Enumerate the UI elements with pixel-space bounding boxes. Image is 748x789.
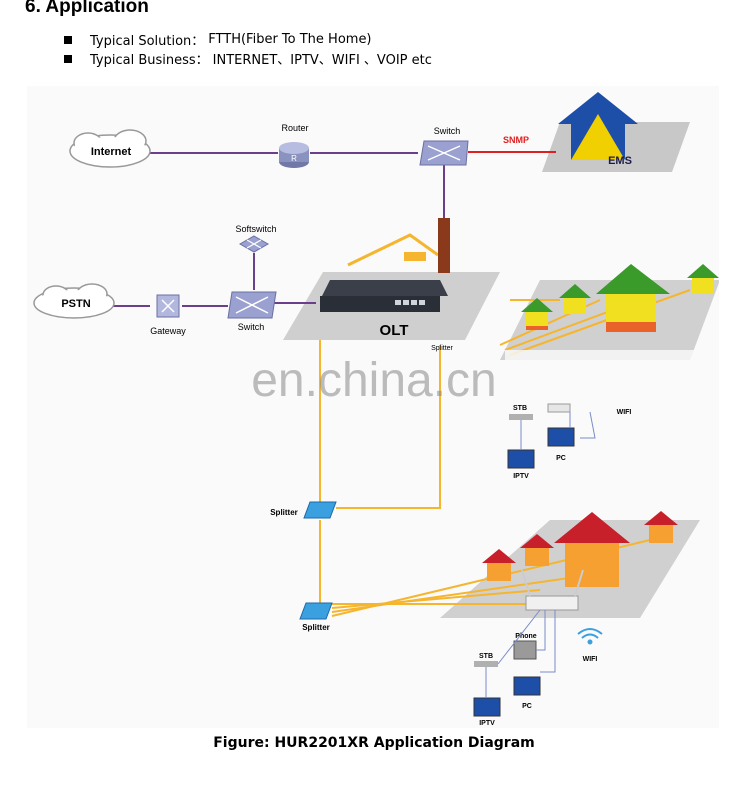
figure-caption: Figure: HUR2201XR Application Diagram bbox=[213, 735, 535, 751]
iptv-1-label: IPTV bbox=[513, 473, 529, 480]
house-icon bbox=[482, 549, 516, 581]
tv-icon bbox=[473, 697, 501, 717]
ems-label: EMS bbox=[608, 155, 632, 167]
splitter-mid-label: Splitter bbox=[270, 508, 298, 517]
pc-icon bbox=[513, 676, 541, 696]
switch-mid-label: Switch bbox=[238, 322, 265, 332]
houses-top bbox=[505, 264, 719, 413]
pstn-label: PSTN bbox=[61, 298, 90, 310]
house-icon bbox=[559, 284, 591, 314]
splitter-bottom-label: Splitter bbox=[302, 623, 330, 632]
house-icon bbox=[554, 512, 630, 587]
snmp-label: SNMP bbox=[503, 135, 529, 145]
gateway-label: Gateway bbox=[150, 326, 186, 336]
square-bullet-icon bbox=[64, 35, 72, 44]
application-diagram: Internet Router R Switch SNMP EMS Softsw… bbox=[27, 86, 720, 728]
pstn-cloud: PSTN bbox=[33, 283, 115, 319]
customer-bottom: Phone WIFI STB PC IPTV bbox=[473, 609, 603, 727]
gateway: Gateway bbox=[150, 294, 186, 336]
olt-device: OLT bbox=[320, 218, 450, 339]
bullet-list: Typical Solution： FTTH(Fiber To The Home… bbox=[64, 30, 432, 68]
square-bullet-icon bbox=[64, 54, 72, 63]
phone-icon bbox=[513, 640, 537, 660]
softswitch: Softswitch bbox=[235, 224, 277, 253]
router: Router R bbox=[279, 123, 309, 168]
gateway-icon bbox=[161, 299, 175, 313]
pc-icon bbox=[547, 427, 575, 447]
stb-icon bbox=[474, 661, 498, 667]
splitter-top-label: Splitter bbox=[431, 345, 453, 352]
house-icon bbox=[596, 264, 670, 332]
house-icon bbox=[644, 511, 678, 543]
router-icon: R bbox=[291, 154, 297, 163]
watermark: en.china.cn bbox=[251, 354, 497, 407]
router-device bbox=[521, 569, 584, 611]
customer-top: STB WIFI PC IPTV bbox=[507, 405, 632, 480]
internet-label: Internet bbox=[91, 146, 132, 158]
pc-1-label: PC bbox=[556, 455, 566, 462]
house-icon bbox=[687, 264, 719, 294]
switch-top: Switch bbox=[419, 126, 469, 166]
router-label: Router bbox=[281, 123, 308, 133]
houses-bottom bbox=[482, 511, 678, 611]
house-icon bbox=[521, 298, 553, 330]
bullet-value: FTTH(Fiber To The Home) bbox=[208, 32, 372, 47]
onu-device bbox=[547, 403, 571, 413]
stb-1-label: STB bbox=[513, 405, 527, 412]
switch-mid: Switch bbox=[227, 291, 277, 332]
pc-2-label: PC bbox=[522, 703, 532, 710]
splitter-mid: Splitter bbox=[270, 501, 337, 519]
internet-cloud: Internet bbox=[69, 129, 151, 168]
wifi-2-label: WIFI bbox=[583, 656, 598, 663]
wifi-1-label: WIFI bbox=[617, 409, 632, 416]
ems-server: EMS bbox=[558, 92, 638, 167]
house-icon bbox=[520, 534, 554, 566]
olt-label: OLT bbox=[380, 322, 409, 339]
section-heading: 6. Application bbox=[25, 0, 149, 17]
tv-icon bbox=[507, 449, 535, 469]
iptv-2-label: IPTV bbox=[479, 720, 495, 727]
bullet-label: Typical Business： bbox=[90, 53, 209, 68]
network-links bbox=[112, 152, 445, 307]
switch-arrows-icon bbox=[427, 145, 461, 161]
switch-top-label: Switch bbox=[434, 126, 461, 136]
softswitch-label: Softswitch bbox=[235, 224, 276, 234]
splitter-bottom: Splitter bbox=[299, 602, 333, 632]
phone-2-label: Phone bbox=[515, 633, 536, 640]
diagram-canvas: Internet Router R Switch SNMP EMS Softsw… bbox=[33, 92, 720, 727]
bullet-item: Typical Solution： FTTH(Fiber To The Home… bbox=[64, 30, 432, 49]
switch-arrows-icon bbox=[235, 296, 269, 314]
wifi-icon bbox=[577, 628, 603, 645]
bullet-label: Typical Solution： bbox=[90, 34, 205, 49]
bullet-value: INTERNET、IPTV、WIFI 、VOIP etc bbox=[212, 53, 432, 68]
stb-icon bbox=[509, 414, 533, 420]
stb-2-label: STB bbox=[479, 653, 493, 660]
bullet-item: Typical Business： INTERNET、IPTV、WIFI 、VO… bbox=[64, 49, 432, 68]
